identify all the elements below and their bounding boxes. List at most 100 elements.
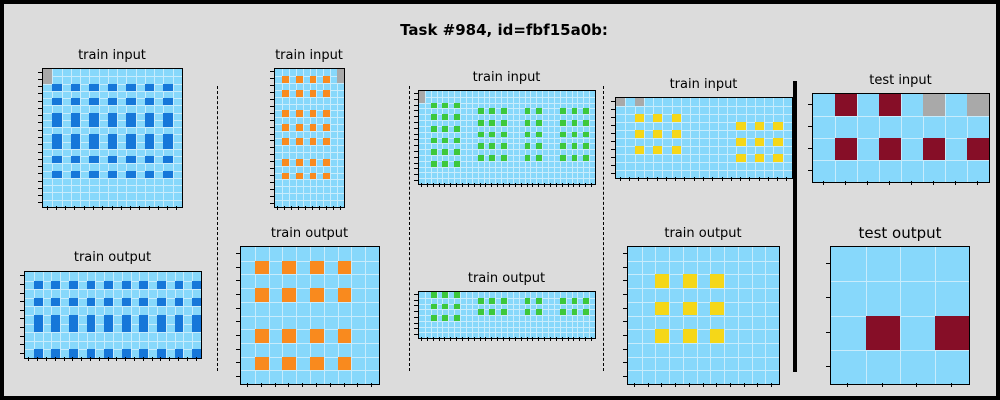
grid-cell-blue (126, 170, 136, 178)
train-input-grid-2 (274, 68, 345, 208)
grid-cell-green (501, 108, 507, 115)
grid-cell-blue (52, 170, 62, 178)
grid-cell-yellow (773, 154, 783, 162)
grid-cell-orange (295, 158, 303, 166)
axis-tick (270, 195, 274, 197)
axis-tick (611, 117, 615, 118)
axis-tick (611, 157, 615, 158)
axis-tick (414, 110, 418, 112)
axis-tick (277, 206, 279, 210)
axis-tick (54, 357, 56, 361)
train-input-label-4: train input (669, 77, 738, 92)
axis-tick (270, 105, 274, 107)
grid-cell-blue (126, 98, 136, 106)
grid-cell-yellow (671, 130, 681, 138)
axis-tick (532, 183, 534, 187)
grid-cell-blue (144, 156, 155, 164)
grid-cell-green (477, 120, 484, 126)
axis-tick (20, 335, 24, 337)
grid-cell-green (477, 108, 484, 115)
grid-cell-blue (89, 141, 99, 149)
axis-tick (808, 148, 812, 149)
axis-tick (786, 177, 788, 181)
axis-tick (236, 252, 240, 254)
axis-tick (544, 337, 546, 341)
axis-tick (302, 383, 304, 387)
axis-tick (619, 177, 621, 181)
axis-tick (270, 188, 274, 190)
axis-tick (315, 383, 317, 387)
grid-cell-blue (33, 315, 43, 324)
grid-cell-blue (33, 297, 43, 307)
grid-cell-green (477, 309, 484, 315)
axis-tick (236, 280, 240, 282)
axis-tick (845, 181, 846, 185)
axis-tick (148, 206, 150, 210)
grid-cell-blue (144, 119, 155, 128)
grid-cell-green (524, 120, 531, 126)
grid-cell-orange (281, 89, 289, 97)
axis-tick (623, 348, 627, 350)
axis-tick (808, 104, 812, 105)
axis-tick (414, 145, 418, 147)
axis-tick (623, 362, 627, 364)
axis-tick (675, 177, 677, 181)
axis-tick (236, 376, 240, 378)
grid-cell-blue (107, 170, 118, 178)
axis-tick (270, 99, 274, 101)
axis-tick (438, 183, 440, 187)
axis-tick (72, 357, 74, 361)
axis-tick (579, 337, 581, 341)
grid-cell-orange (281, 172, 289, 180)
grid-cell-green (454, 303, 461, 310)
axis-tick (693, 177, 695, 181)
grid-cell-green (454, 102, 461, 109)
grid-cell-green (454, 315, 461, 321)
grid-cell-yellow (710, 329, 725, 343)
grid-cell-orange (323, 172, 331, 180)
train-output-label-3: train output (467, 271, 546, 286)
train-output-label-1: train output (73, 250, 152, 265)
axis-tick (46, 206, 48, 210)
axis-tick (305, 206, 307, 210)
axis-tick (38, 100, 42, 102)
grid-cell-orange (254, 356, 269, 371)
grid-cell-blue (174, 280, 184, 290)
axis-tick (288, 383, 290, 387)
axis-tick (371, 383, 373, 387)
grid-cell-blue (52, 141, 62, 149)
grid-cell-orange (337, 260, 352, 275)
axis-tick (28, 357, 30, 361)
grid-cell-green (583, 309, 590, 315)
grid-cell-yellow (682, 274, 697, 289)
grid-cell-blue (107, 134, 118, 142)
test-output-label: test output (858, 224, 942, 242)
grid-cell-green (524, 309, 531, 315)
grid-cell-orange (281, 110, 289, 118)
grid-cell-green (583, 131, 590, 138)
axis-tick (414, 121, 418, 123)
grid-cell-orange (323, 124, 331, 132)
axis-tick (561, 183, 563, 187)
grid-cell-maroon (923, 138, 945, 160)
axis-tick (665, 177, 667, 181)
grid-cell-blue (139, 349, 149, 358)
axis-tick (142, 357, 144, 361)
grid-cell-green (454, 149, 461, 155)
axis-tick (195, 357, 197, 361)
train-input-label-2: train input (275, 48, 343, 63)
axis-tick (270, 133, 274, 135)
axis-tick (414, 116, 418, 118)
axis-tick (270, 112, 274, 114)
grid-cell-orange (337, 356, 352, 371)
axis-tick (37, 357, 39, 361)
grid-cell-orange (323, 138, 331, 145)
grid-cell-orange (295, 110, 303, 118)
axis-tick (716, 383, 718, 387)
grid-cell-maroon (879, 94, 901, 116)
grid-cell-gray (43, 76, 53, 84)
axis-tick (703, 177, 704, 181)
grid-cell-green (501, 120, 507, 126)
axis-tick (661, 383, 663, 387)
axis-tick (508, 183, 510, 187)
